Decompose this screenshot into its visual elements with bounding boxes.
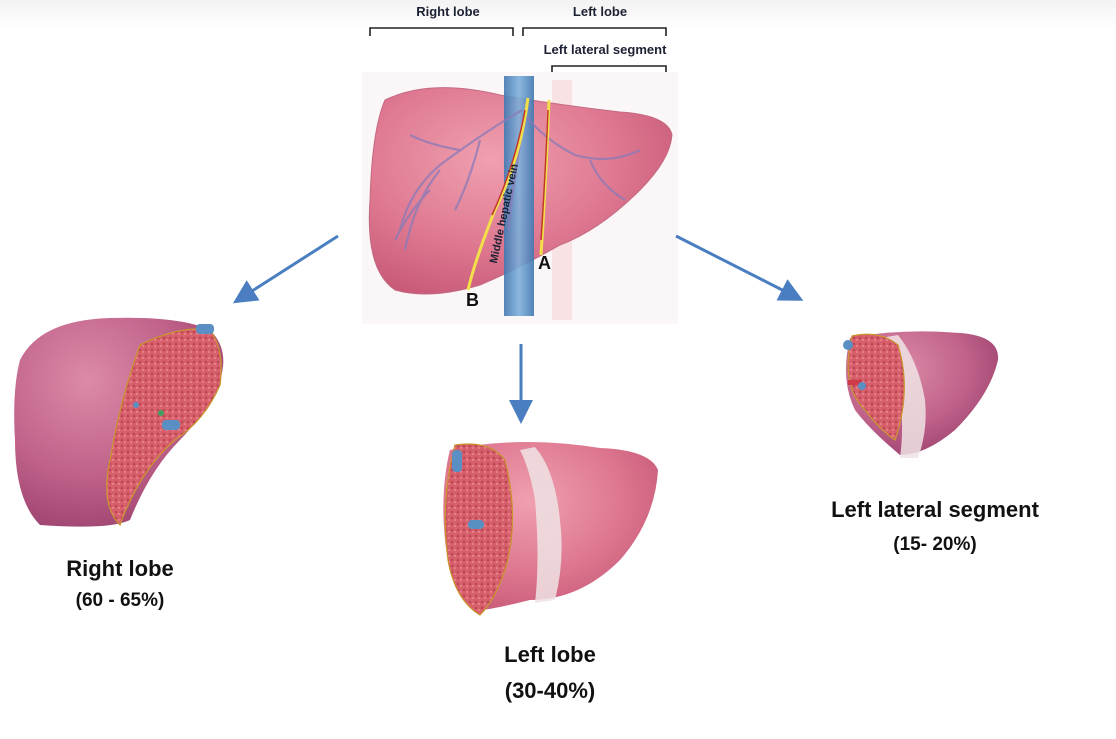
bracket-left-lateral-segment — [551, 65, 667, 74]
graft-percent-left-lobe: (30-40%) — [504, 678, 596, 703]
graft-name-right-lobe: Right lobe — [66, 556, 174, 581]
bracket-label-left-lobe: Left lobe — [572, 4, 628, 19]
graft-percent-right-lobe: (60 - 65%) — [75, 590, 165, 611]
graft-name-left-lateral-segment: Left lateral segment — [831, 497, 1039, 522]
arrow-to-left-lateral-segment — [675, 234, 804, 301]
graft-name-left-lobe: Left lobe — [504, 642, 596, 667]
top-background-fade — [0, 0, 1116, 30]
whole-liver-illustration — [362, 72, 678, 324]
left-lobe-graft-illustration — [443, 441, 658, 616]
bracket-right-lobe — [369, 27, 514, 36]
resection-line-label-a: A — [538, 253, 551, 273]
bracket-left-lobe — [522, 27, 667, 36]
arrow-to-right-lobe — [232, 234, 339, 304]
resection-line-label-b: B — [466, 290, 479, 310]
bracket-label-right-lobe: Right lobe — [416, 4, 480, 19]
left-lateral-segment-graft-illustration — [843, 331, 999, 458]
graft-percent-left-lateral-segment: (15- 20%) — [893, 534, 977, 555]
bracket-label-left-lateral-segment: Left lateral segment — [543, 42, 667, 57]
right-lobe-graft-illustration — [14, 317, 224, 527]
vena-cava — [504, 76, 534, 316]
